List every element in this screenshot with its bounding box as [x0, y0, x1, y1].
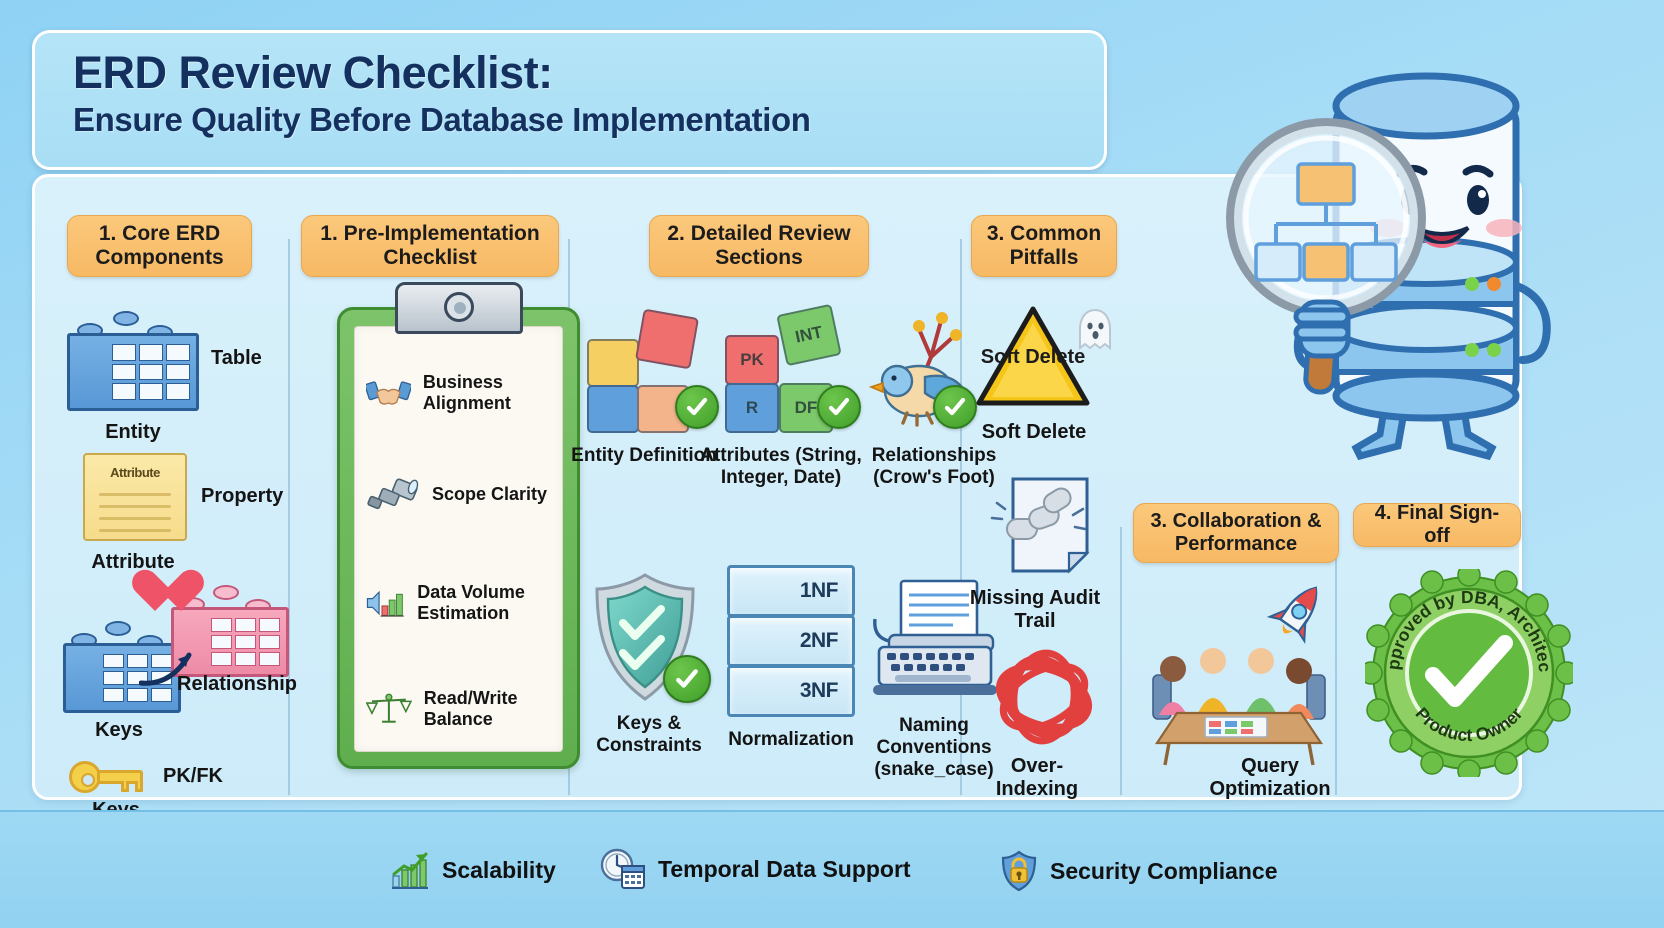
magnifying-glass-icon [1226, 118, 1426, 395]
handshake-icon [366, 381, 411, 405]
footer-label-scalability: Scalability [442, 856, 556, 883]
checklist-label-scope-clarity: Scope Clarity [432, 484, 548, 505]
checklist-item-data-volume[interactable]: Data Volume Estimation [366, 582, 566, 624]
tangled-threads-icon [995, 649, 1093, 745]
section-heading-detailed-review: 2. Detailed Review Sections [649, 215, 869, 277]
footer-label-security: Security Compliance [1050, 857, 1278, 884]
team-meeting-icon [1152, 648, 1326, 766]
keys-label: Keys [95, 719, 143, 741]
item-label-over-indexing: Over-Indexing [995, 755, 1079, 801]
lock-shield-icon [1001, 850, 1037, 892]
entity-side-label: Table [211, 347, 262, 369]
scales-icon [366, 693, 412, 723]
title-card: ERD Review Checklist: Ensure Quality Bef… [32, 30, 1107, 170]
relationship-arrow-icon [139, 652, 192, 686]
check-badge-entity-definition [675, 385, 719, 429]
warning-badge-text: Soft Delete [980, 346, 1086, 368]
key-icon [69, 759, 143, 793]
lego-brick-icon [67, 305, 199, 411]
scroll-icon: Attribute [83, 453, 187, 541]
clipboard-ring [443, 292, 474, 322]
puzzle-piece-label-int: INT [793, 322, 825, 347]
attribute-label: Attribute [91, 551, 175, 573]
database-character [1160, 48, 1590, 478]
section-heading-signoff: 4. Final Sign-off [1353, 502, 1521, 547]
two-bricks-icon [63, 617, 181, 713]
relationship-side-label: Relationship [177, 673, 298, 695]
telescope-icon [367, 478, 419, 510]
check-badge-relationships [933, 385, 977, 429]
section-heading-pre-implementation: 1. Pre-Implementation Checklist [301, 215, 559, 277]
footer-item-scalability[interactable]: Scalability [390, 850, 556, 890]
rocket-icon [1266, 586, 1318, 644]
item-label-naming-conventions: Naming Conventions (snake_case) [874, 715, 994, 781]
pkfk-side-label: PK/FK [163, 765, 223, 787]
checklist-label-business-alignment: Business Alignment [422, 372, 511, 414]
item-label-missing-audit-trail: Missing Audit Trail [969, 587, 1101, 633]
heart-icon [133, 569, 181, 613]
two-bricks-icon-target [171, 581, 289, 677]
column-divider-3 [960, 239, 962, 795]
puzzle-piece-label-df: DF [794, 398, 818, 417]
approval-seal-icon: Approved by DBA, Architect, Product Owne… [1365, 569, 1573, 777]
item-label-soft-delete: Soft Delete [981, 421, 1087, 443]
footer-item-security[interactable]: Security Compliance [1000, 850, 1278, 892]
checklist-item-scope-clarity[interactable]: Scope Clarity [366, 478, 566, 512]
column-divider-1 [288, 239, 290, 795]
footer-bar: Scalability Temporal Data Support Securi… [0, 810, 1664, 928]
item-label-keys-constraints: Keys & Constraints [596, 713, 702, 757]
clipboard: Business Alignment Scope Clarity [337, 282, 580, 769]
warning-triangle-icon [976, 306, 1090, 406]
ghost-icon [1079, 308, 1111, 351]
section-heading-pitfalls: 3. Common Pitfalls [971, 215, 1117, 277]
page-title: ERD Review Checklist: [73, 47, 553, 98]
clock-calendar-icon [600, 848, 645, 889]
bar-chart-icon [366, 590, 404, 617]
scroll-inner-text: Attribute [110, 465, 160, 480]
column-divider-4 [1120, 527, 1122, 795]
item-label-normalization: Normalization [728, 729, 854, 750]
growth-chart-icon [392, 852, 428, 889]
section-heading-collaboration: 3. Collaboration & Performance [1133, 503, 1339, 563]
section-heading-core: 1. Core ERD Components [67, 215, 252, 277]
check-badge-keys-constraints [663, 655, 711, 703]
nf-level-2nf: 2NF [727, 615, 855, 667]
check-badge-attributes [817, 385, 861, 429]
item-label-attributes: Attributes (String, Integer, Date) [700, 445, 862, 489]
entity-label: Entity [105, 421, 161, 443]
attribute-side-label: Property [201, 485, 284, 507]
checklist-label-read-write: Read/Write Balance [423, 688, 518, 730]
footer-item-temporal[interactable]: Temporal Data Support [600, 848, 911, 890]
puzzle-icon [587, 307, 703, 433]
item-label-entity-definition: Entity Definition [571, 445, 717, 466]
checklist-item-business-alignment[interactable]: Business Alignment [366, 372, 566, 414]
nf-level-1nf: 1NF [727, 565, 855, 617]
footer-label-temporal: Temporal Data Support [658, 855, 911, 882]
item-label-query-optimization: Query Optimization [1209, 755, 1331, 801]
puzzle-piece-label-r: R [745, 398, 759, 417]
page-subtitle: Ensure Quality Before Database Implement… [73, 100, 811, 138]
column-divider-5 [1335, 527, 1337, 795]
item-label-relationships: Relationships (Crow's Foot) [871, 445, 997, 489]
broken-chain-icon [990, 477, 1090, 574]
typewriter-icon [873, 579, 997, 695]
checklist-label-data-volume: Data Volume Estimation [417, 582, 525, 624]
nf-level-3nf: 3NF [727, 665, 855, 717]
puzzle-piece-label-pk: PK [740, 350, 764, 369]
checklist-item-read-write[interactable]: Read/Write Balance [366, 688, 566, 730]
